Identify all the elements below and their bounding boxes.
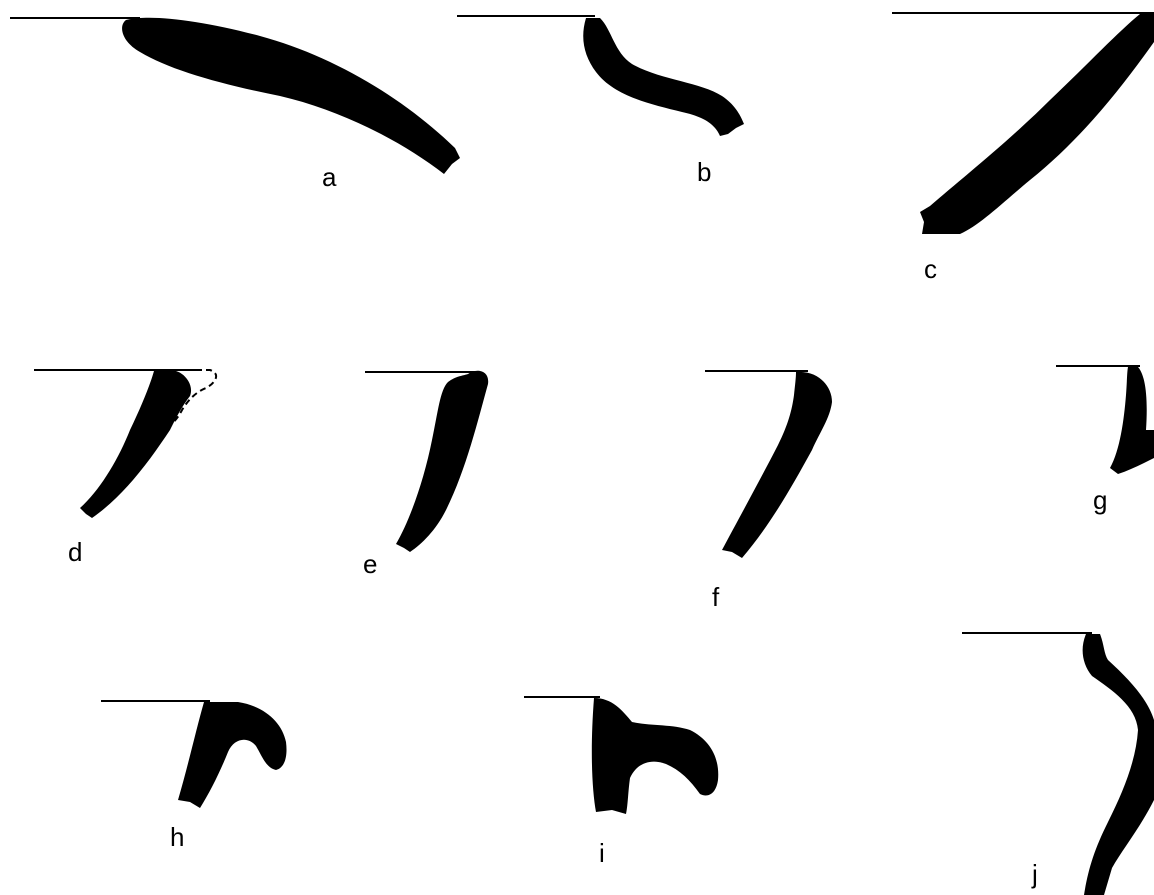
sherd-section-h [178, 702, 287, 808]
sherd-section-d [80, 371, 192, 518]
restored-lip-d [167, 369, 218, 429]
profile-d: d [34, 369, 218, 567]
profile-e: e [363, 370, 489, 579]
label-i: i [599, 838, 605, 868]
sherd-section-b [583, 18, 744, 136]
label-a: a [322, 162, 337, 192]
sherd-section-i [591, 698, 719, 814]
label-e: e [363, 549, 377, 579]
label-f: f [712, 582, 720, 612]
label-j: j [1031, 859, 1038, 889]
sherd-section-j [1082, 634, 1154, 895]
profile-a: a [10, 17, 460, 192]
profile-j: j [962, 632, 1154, 895]
sherd-section-e [396, 370, 489, 552]
sherd-section-c [920, 14, 1154, 234]
profile-g: g [1056, 365, 1154, 515]
sherd-section-g [1110, 367, 1154, 474]
label-g: g [1093, 485, 1107, 515]
profile-f: f [705, 370, 832, 612]
profile-h: h [101, 700, 287, 852]
profile-c: c [892, 12, 1154, 284]
sherd-section-f [722, 371, 832, 558]
profile-i: i [524, 696, 719, 868]
label-b: b [697, 157, 711, 187]
label-d: d [68, 537, 82, 567]
label-c: c [924, 254, 937, 284]
label-h: h [170, 822, 184, 852]
sherd-section-a [122, 17, 460, 175]
profile-b: b [457, 15, 744, 187]
